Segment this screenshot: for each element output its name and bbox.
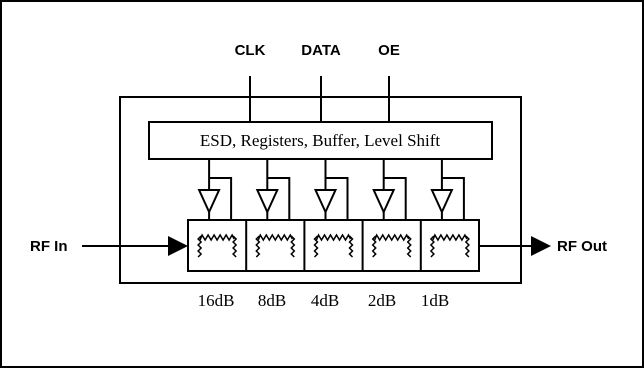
attenuator-stage <box>371 233 412 258</box>
shunt-resistor-left <box>429 235 435 258</box>
complement-line <box>267 177 291 220</box>
attenuation-label: 16dB <box>198 291 235 310</box>
complement-line <box>325 177 349 220</box>
series-resistor <box>432 233 468 242</box>
attenuator-stage <box>313 233 354 258</box>
shunt-resistor-left <box>371 235 377 258</box>
data-label: DATA <box>301 42 341 59</box>
complement-line <box>383 177 407 220</box>
attenuation-label: 4dB <box>311 291 339 310</box>
shunt-resistor-right <box>232 235 238 258</box>
attenuator-stages <box>197 220 470 271</box>
series-resistor <box>199 233 235 242</box>
series-resistor <box>257 233 293 242</box>
shunt-resistor-left <box>255 235 261 258</box>
attenuator-array <box>187 219 480 272</box>
complement-line <box>441 177 465 220</box>
attenuation-label: 1dB <box>421 291 449 310</box>
attenuation-labels: 16dB 8dB 4dB 2dB 1dB <box>198 291 450 310</box>
attenuation-label: 2dB <box>368 291 396 310</box>
series-resistor <box>315 233 352 242</box>
clk-label: CLK <box>235 42 266 59</box>
buffer-icon <box>313 189 338 215</box>
shunt-resistor-right <box>464 235 470 258</box>
shunt-resistor-left <box>197 235 203 258</box>
driver-buffer <box>197 159 233 220</box>
driver-buffer <box>372 159 407 220</box>
attenuator-stage <box>197 233 238 258</box>
buffer-icon <box>255 189 279 215</box>
rf-in-label: RF In <box>30 238 68 255</box>
driver-group <box>197 159 465 220</box>
driver-buffer <box>255 159 291 220</box>
driver-buffer <box>313 159 349 220</box>
shunt-resistor-right <box>348 235 354 258</box>
rf-out-label: RF Out <box>557 238 607 255</box>
shunt-resistor-right <box>406 235 412 258</box>
shunt-resistor-right <box>290 235 296 258</box>
esd-register-label: ESD, Registers, Buffer, Level Shift <box>200 131 441 150</box>
series-resistor <box>374 233 410 242</box>
buffer-icon <box>372 189 396 215</box>
attenuator-stage <box>429 233 470 258</box>
shunt-resistor-left <box>313 235 319 258</box>
attenuator-stage <box>255 233 296 258</box>
driver-buffer <box>430 159 465 220</box>
buffer-icon <box>430 189 454 215</box>
oe-label: OE <box>378 42 400 59</box>
esd-register-block <box>148 121 493 160</box>
complement-line <box>209 177 233 220</box>
attenuation-label: 8dB <box>258 291 286 310</box>
buffer-icon <box>197 189 221 215</box>
